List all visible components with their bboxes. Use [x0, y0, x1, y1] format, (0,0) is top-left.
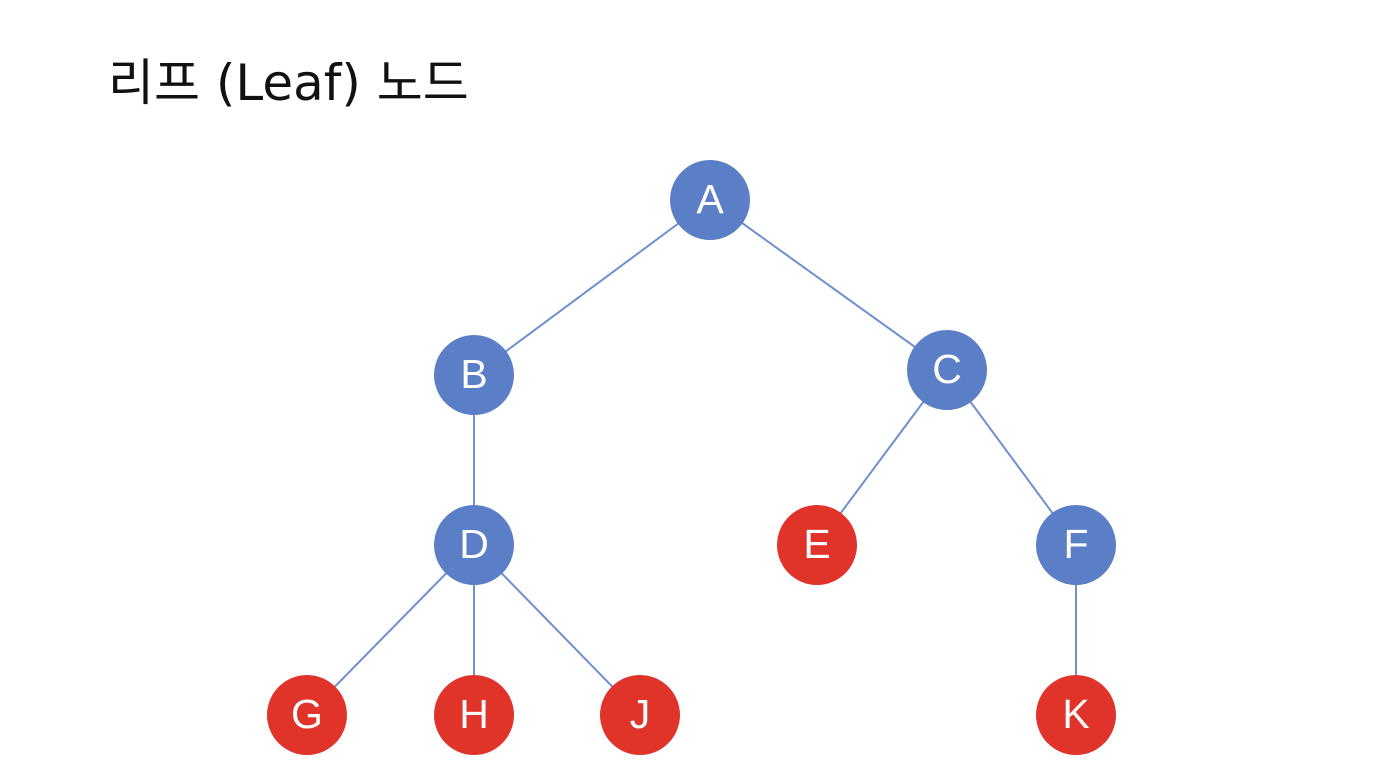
slide-title: 리프 (Leaf) 노드: [108, 54, 469, 112]
internal-node-circle: [907, 330, 987, 410]
node-k: K: [1036, 675, 1116, 755]
internal-node-circle: [434, 335, 514, 415]
node-label: J: [630, 691, 651, 737]
node-h: H: [434, 675, 514, 755]
node-label: E: [803, 521, 830, 567]
node-label: C: [932, 346, 962, 392]
edge-a-c: [709, 199, 948, 371]
tree-nodes: A B C D E F G H J K: [267, 160, 1116, 755]
internal-node-circle: [1036, 505, 1116, 585]
node-b: B: [434, 335, 514, 415]
leaf-node-circle: [777, 505, 857, 585]
node-label: F: [1063, 521, 1088, 567]
node-e: E: [777, 505, 857, 585]
leaf-node-circle: [1036, 675, 1116, 755]
node-label: H: [459, 691, 489, 737]
node-label: K: [1062, 691, 1089, 737]
internal-node-circle: [670, 160, 750, 240]
node-label: G: [291, 691, 323, 737]
node-label: D: [459, 521, 489, 567]
leaf-node-circle: [267, 675, 347, 755]
node-g: G: [267, 675, 347, 755]
node-d: D: [434, 505, 514, 585]
node-j: J: [600, 675, 680, 755]
leaf-node-circle: [600, 675, 680, 755]
internal-node-circle: [434, 505, 514, 585]
leaf-node-circle: [434, 675, 514, 755]
node-label: A: [696, 176, 724, 222]
edge-a-b: [473, 199, 711, 376]
tree-edges: [306, 199, 1077, 716]
node-label: B: [460, 351, 487, 397]
node-a: A: [670, 160, 750, 240]
node-c: C: [907, 330, 987, 410]
node-f: F: [1036, 505, 1116, 585]
